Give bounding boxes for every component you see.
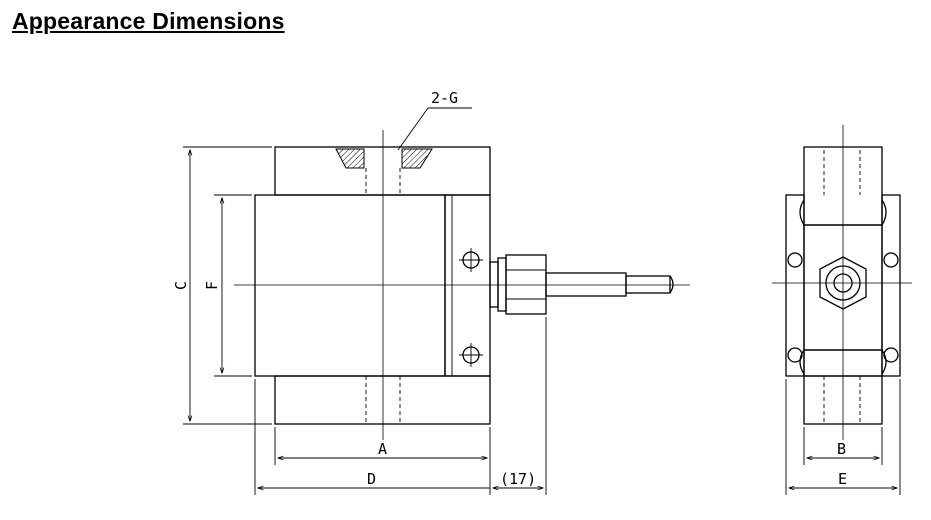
- dim-cable-label: (17): [500, 470, 536, 488]
- page-title: Appearance Dimensions: [12, 8, 285, 34]
- side-bolt-holes: [787, 252, 899, 363]
- cable-gland: [489, 254, 674, 315]
- countersink-hatch-right: [401, 148, 433, 169]
- dim-e-label: E: [838, 470, 847, 488]
- dim-f-label: F: [203, 281, 221, 290]
- dim-c-label: C: [172, 281, 190, 290]
- dim-b-label: B: [837, 440, 846, 458]
- front-top-block: [274, 146, 491, 196]
- side-flange-left: [785, 194, 805, 377]
- side-flange-right: [881, 194, 901, 377]
- front-view: 2-G C F A D (17): [172, 89, 690, 495]
- dim-a-label: A: [378, 440, 387, 458]
- plate-bolt-top: [459, 248, 483, 272]
- thread-leader: [397, 107, 429, 151]
- front-main-body: [254, 194, 446, 377]
- thread-label: 2-G: [431, 89, 458, 107]
- front-bottom-block: [274, 375, 491, 425]
- side-view: B E: [772, 125, 912, 495]
- countersink-hatch-left: [335, 148, 365, 169]
- dim-d-label: D: [367, 470, 376, 488]
- plate-bolt-bottom: [459, 343, 483, 367]
